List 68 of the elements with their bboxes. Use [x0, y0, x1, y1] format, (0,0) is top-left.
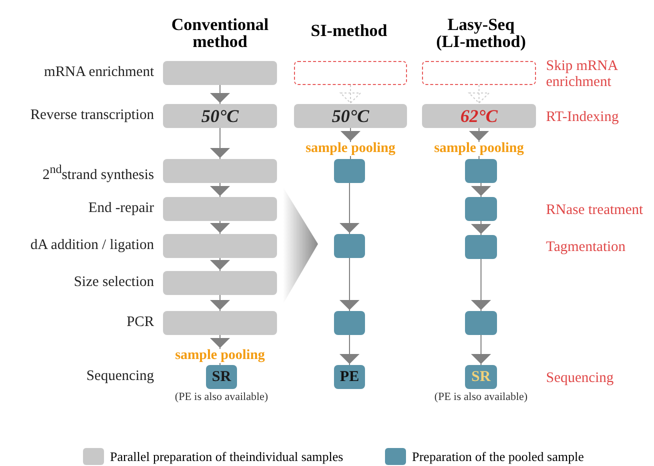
step-label: dA addition / ligation — [30, 237, 154, 254]
change-note: RT-Indexing — [546, 109, 620, 125]
arrow — [468, 84, 490, 104]
arrow — [471, 258, 491, 312]
process-box — [163, 159, 277, 183]
process-box — [422, 104, 536, 128]
process-box — [334, 159, 365, 183]
process-box — [163, 234, 277, 258]
legend-text: Preparation of the pooled sample — [412, 448, 584, 464]
process-box — [465, 311, 497, 335]
process-box — [294, 104, 407, 128]
arrow — [210, 84, 230, 104]
process-box — [163, 271, 277, 295]
step-label: End -repair — [88, 200, 154, 217]
skipped-step-box — [422, 61, 536, 85]
process-box — [465, 235, 497, 259]
read-type-text: SR — [471, 368, 491, 386]
arrow — [340, 128, 360, 160]
column-header: SI-method — [310, 22, 388, 39]
edge-label: sample pooling — [175, 349, 265, 363]
step-label: Sequencing — [86, 368, 154, 385]
arrow — [210, 294, 230, 312]
change-note: RNase treatment — [546, 202, 644, 218]
process-box — [334, 311, 365, 335]
arrow — [340, 182, 360, 234]
change-note: Skip mRNA enrichment — [546, 58, 619, 90]
process-box — [465, 197, 497, 221]
process-box — [206, 365, 237, 389]
arrow — [210, 128, 230, 160]
process-box — [334, 365, 365, 389]
process-box — [163, 197, 277, 221]
temperature-text: 50°C — [332, 106, 370, 126]
column-header: Conventional method — [170, 16, 270, 50]
step-label: mRNA enrichment — [44, 64, 154, 81]
column-header: Lasy-Seq (LI-method) — [435, 16, 527, 50]
arrow — [210, 334, 230, 366]
arrow — [469, 128, 489, 160]
read-type-text: SR — [212, 368, 232, 386]
skipped-step-box — [294, 61, 407, 85]
edge-label: sample pooling — [306, 142, 396, 156]
step-label: 2$^{nd}$strand synthesis — [42, 162, 154, 184]
process-box — [163, 61, 277, 85]
arrow — [471, 220, 491, 236]
process-box — [334, 234, 365, 258]
step-label: Reverse transcription — [30, 107, 154, 124]
arrow — [210, 258, 230, 272]
note-text: (PE is also available) — [434, 391, 528, 403]
temperature-text: 62°C — [460, 106, 498, 126]
process-box — [465, 365, 497, 389]
read-type-text: PE — [340, 368, 360, 386]
note-text: (PE is also available) — [174, 391, 268, 403]
process-box — [163, 104, 277, 128]
arrow — [471, 182, 491, 198]
temperature-text: 50°C — [201, 106, 239, 126]
arrow — [339, 84, 362, 104]
process-box — [163, 311, 277, 335]
change-note: Tagmentation — [546, 239, 627, 255]
arrow — [471, 334, 491, 366]
process-box — [465, 159, 497, 183]
edge-label: sample pooling — [434, 142, 524, 156]
arrow — [340, 258, 360, 312]
arrow — [210, 182, 230, 198]
arrow — [340, 334, 360, 366]
change-note: Sequencing — [546, 370, 615, 386]
arrow — [210, 220, 230, 234]
step-label: Size selection — [74, 274, 154, 291]
legend-text: Parallel preparation of theindividual samples — [110, 448, 344, 464]
step-label: PCR — [126, 314, 154, 331]
